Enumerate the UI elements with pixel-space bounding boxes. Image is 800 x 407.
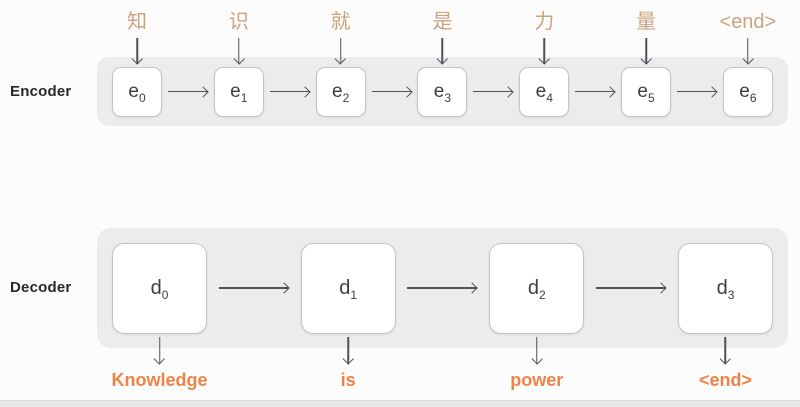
down-arrow-icon — [339, 37, 342, 64]
decoder-state-label: d2 — [527, 277, 546, 302]
decoder-output-token: Knowledge — [111, 369, 208, 390]
right-arrow-icon — [596, 287, 667, 289]
bottom-edge-bar — [0, 400, 800, 407]
decoder-strip: d0 Knowledge d1 is d2 power d3 <end> — [97, 228, 788, 390]
right-arrow-icon — [371, 90, 412, 93]
down-arrow-icon — [724, 336, 727, 364]
decoder-row-label: Decoder — [10, 279, 72, 296]
right-arrow-icon — [269, 90, 310, 93]
decoder-state-label: d3 — [716, 277, 735, 302]
encoder-state-box: 量 e5 — [621, 11, 672, 117]
down-arrow-icon — [441, 37, 444, 64]
encoder-input-token: 就 — [330, 10, 351, 33]
down-arrow-icon — [158, 336, 161, 364]
decoder-state-box: d2 power — [489, 242, 585, 390]
decoder-state-box: d3 <end> — [677, 242, 773, 390]
decoder-state-box: d1 is — [300, 242, 396, 390]
down-arrow-icon — [645, 37, 647, 64]
encoder-state-label: e6 — [739, 81, 757, 105]
right-arrow-icon — [407, 287, 478, 289]
encoder-input-token: <end> — [719, 10, 777, 33]
encoder-state-box: 是 e3 — [417, 11, 468, 117]
down-arrow-icon — [136, 37, 138, 64]
decoder-output-token: power — [510, 369, 564, 390]
encoder-track: 知 e0 识 e1 就 e2 是 e3 力 e4 量 e5 <end> e6 — [97, 11, 788, 126]
encoder-input-token: 识 — [228, 10, 249, 33]
down-arrow-icon — [238, 37, 240, 64]
encoder-input-token: 力 — [534, 10, 555, 33]
encoder-state-label: e4 — [535, 81, 553, 105]
down-arrow-icon — [543, 37, 545, 64]
decoder-state-box: d0 Knowledge — [111, 242, 208, 390]
right-arrow-icon — [575, 90, 616, 93]
decoder-state-label: d0 — [150, 277, 169, 302]
encoder-input-token: 知 — [127, 10, 147, 33]
right-arrow-icon — [473, 90, 514, 93]
down-arrow-icon — [747, 37, 749, 64]
right-arrow-icon — [676, 90, 717, 93]
right-arrow-icon — [167, 90, 208, 93]
decoder-state-label: d1 — [339, 277, 358, 302]
encoder-input-token: 量 — [636, 10, 657, 33]
encoder-state-box: 力 e4 — [519, 11, 570, 117]
encoder-state-label: e5 — [637, 81, 655, 105]
right-arrow-icon — [218, 287, 289, 289]
encoder-state-label: e3 — [433, 81, 452, 105]
decoder-output-token: <end> — [698, 369, 752, 390]
decoder-output-token: is — [340, 369, 356, 390]
down-arrow-icon — [347, 336, 349, 364]
encoder-state-box: <end> e6 — [720, 11, 776, 117]
decoder-track: d0 Knowledge d1 is d2 power d3 <end> — [97, 228, 788, 390]
encoder-state-label: e0 — [128, 81, 146, 105]
encoder-state-box: 识 e1 — [213, 11, 264, 117]
encoder-state-label: e2 — [331, 81, 350, 105]
encoder-state-box: 知 e0 — [112, 11, 162, 117]
encoder-state-box: 就 e2 — [315, 11, 366, 117]
encoder-state-label: e1 — [230, 81, 248, 105]
encoder-row-label: Encoder — [10, 83, 72, 100]
encoder-input-token: 是 — [432, 10, 453, 33]
down-arrow-icon — [536, 336, 538, 364]
encoder-strip: 知 e0 识 e1 就 e2 是 e3 力 e4 量 e5 <end> e6 — [97, 11, 788, 126]
